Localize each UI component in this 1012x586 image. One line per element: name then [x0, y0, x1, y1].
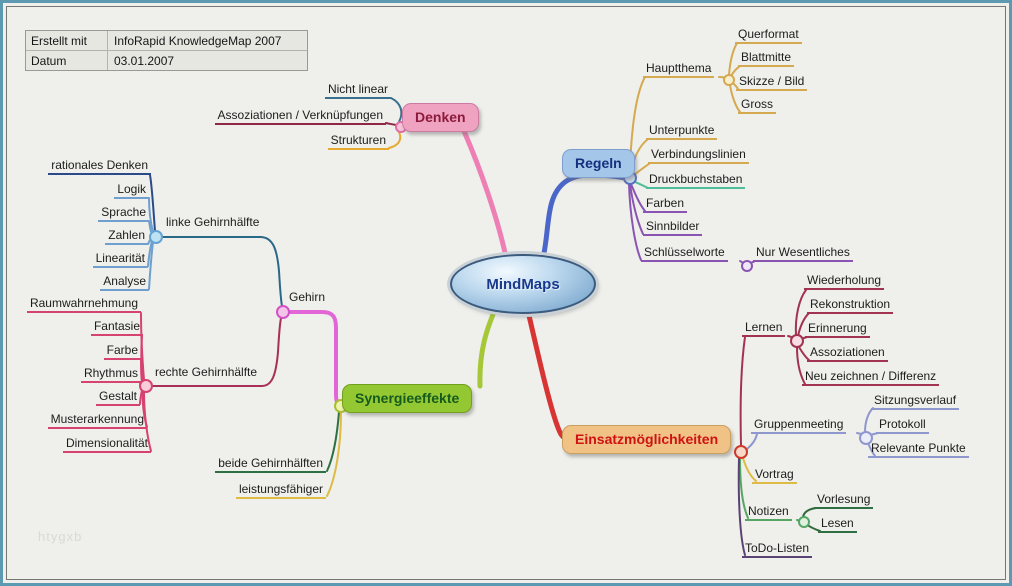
- node-rhythmus[interactable]: Rhythmus: [80, 366, 141, 383]
- node-gestalt[interactable]: Gestalt: [95, 389, 140, 406]
- node-druckbuchstaben[interactable]: Druckbuchstaben: [646, 172, 746, 189]
- node-protokoll[interactable]: Protokoll: [876, 417, 929, 434]
- node-linke-gehirnhaelfte[interactable]: linke Gehirnhälfte: [166, 215, 260, 229]
- node-hauptthema[interactable]: Hauptthema: [643, 61, 715, 78]
- info-value: 03.01.2007: [114, 53, 175, 68]
- node-raumwahrnehmung[interactable]: Raumwahrnehmung: [26, 296, 141, 313]
- edge-center-denken: [461, 128, 509, 260]
- edge-center-einsatzmoeglichkeiten: [524, 304, 569, 442]
- node-rationales-denken[interactable]: rationales Denken: [48, 158, 151, 175]
- node-relevante-punkte[interactable]: Relevante Punkte: [868, 441, 969, 458]
- node-denken[interactable]: Denken: [402, 103, 479, 132]
- junction-dots: [139, 74, 873, 528]
- node-vortrag[interactable]: Vortrag: [752, 467, 797, 484]
- node-rekonstruktion[interactable]: Rekonstruktion: [807, 297, 894, 314]
- node-sitzungsverlauf[interactable]: Sitzungsverlauf: [871, 393, 960, 410]
- node-musterarkennung[interactable]: Musterarkennung: [47, 412, 147, 429]
- node-wiederholung[interactable]: Wiederholung: [804, 273, 885, 290]
- edges-einsatzmoeglichkeiten-children: [737, 335, 865, 556]
- node-gruppenmeeting[interactable]: Gruppenmeeting: [751, 417, 847, 434]
- node-neu-zeichnen-differenz[interactable]: Neu zeichnen / Differenz: [802, 369, 940, 386]
- node-skizze-bild[interactable]: Skizze / Bild: [736, 74, 808, 91]
- info-key: Datum: [26, 51, 108, 70]
- node-sprache[interactable]: Sprache: [98, 205, 149, 222]
- edge-center-synergieeffekte: [477, 302, 500, 389]
- node-nur-wesentliches[interactable]: Nur Wesentliches: [753, 245, 853, 262]
- node-notizen[interactable]: Notizen: [745, 504, 792, 521]
- node-analyse[interactable]: Analyse: [100, 274, 149, 291]
- edges-lernen-children: [794, 289, 810, 385]
- node-verbindungslinien[interactable]: Verbindungslinien: [648, 147, 749, 164]
- info-row-created-with: Erstellt mit InfoRapid KnowledgeMap 2007: [26, 31, 307, 50]
- node-vorlesung[interactable]: Vorlesung: [814, 492, 874, 509]
- node-erinnerung[interactable]: Erinnerung: [805, 321, 870, 338]
- node-fantasie[interactable]: Fantasie: [90, 319, 143, 336]
- node-mindmaps[interactable]: MindMaps: [450, 254, 596, 314]
- node-lesen[interactable]: Lesen: [818, 516, 857, 533]
- node-linearitaet[interactable]: Linearität: [92, 251, 148, 268]
- node-strukturen[interactable]: Strukturen: [327, 133, 389, 150]
- info-value: InfoRapid KnowledgeMap 2007: [114, 33, 282, 48]
- node-regeln[interactable]: Regeln: [562, 149, 635, 178]
- node-zahlen[interactable]: Zahlen: [105, 228, 148, 245]
- watermark: htygxb: [38, 529, 83, 544]
- info-table: Erstellt mit InfoRapid KnowledgeMap 2007…: [25, 30, 308, 71]
- node-querformat[interactable]: Querformat: [735, 27, 802, 44]
- node-blattmitte[interactable]: Blattmitte: [738, 50, 795, 67]
- node-einsatzmoeglichkeiten[interactable]: Einsatzmöglichkeiten: [562, 425, 732, 454]
- node-farbe[interactable]: Farbe: [103, 343, 141, 360]
- node-gehirn[interactable]: Gehirn: [289, 290, 326, 304]
- node-beide-gehirnhaelften[interactable]: beide Gehirnhälften: [215, 456, 326, 473]
- edge-gehirn-synergieeffekte: [288, 310, 343, 408]
- node-leistungsfaehiger[interactable]: leistungsfähiger: [235, 482, 326, 499]
- node-sinnbilder[interactable]: Sinnbilder: [643, 219, 703, 236]
- node-assoziationen-lernen[interactable]: Assoziationen: [807, 345, 888, 362]
- info-row-date: Datum 03.01.2007: [26, 50, 307, 70]
- node-synergieeffekte[interactable]: Synergieeffekte: [342, 384, 473, 413]
- edge-center-regeln: [540, 172, 629, 261]
- node-gross[interactable]: Gross: [738, 97, 777, 114]
- node-nicht-linear[interactable]: Nicht linear: [324, 82, 391, 99]
- node-lernen[interactable]: Lernen: [742, 320, 786, 337]
- edges-linke-gehirnhaelfte: [147, 174, 283, 307]
- node-unterpunkte[interactable]: Unterpunkte: [646, 123, 718, 140]
- node-logik[interactable]: Logik: [114, 182, 149, 199]
- node-mindmaps-label: MindMaps: [486, 275, 560, 293]
- node-assoziationen-verknuepfungen[interactable]: Assoziationen / Verknüpfungen: [214, 108, 386, 125]
- node-dimensionalitaet[interactable]: Dimensionalität: [62, 436, 151, 453]
- edges-denken-children: [385, 97, 403, 149]
- info-key: Erstellt mit: [26, 31, 108, 50]
- node-farben[interactable]: Farben: [643, 196, 688, 213]
- node-schluesselworte[interactable]: Schlüsselworte: [641, 245, 728, 262]
- edges-rechte-gehirnhaelfte: [139, 312, 282, 452]
- edges-synergieeffekte-children: [326, 411, 342, 497]
- node-todo-listen[interactable]: ToDo-Listen: [742, 541, 813, 558]
- node-rechte-gehirnhaelfte[interactable]: rechte Gehirnhälfte: [155, 365, 258, 379]
